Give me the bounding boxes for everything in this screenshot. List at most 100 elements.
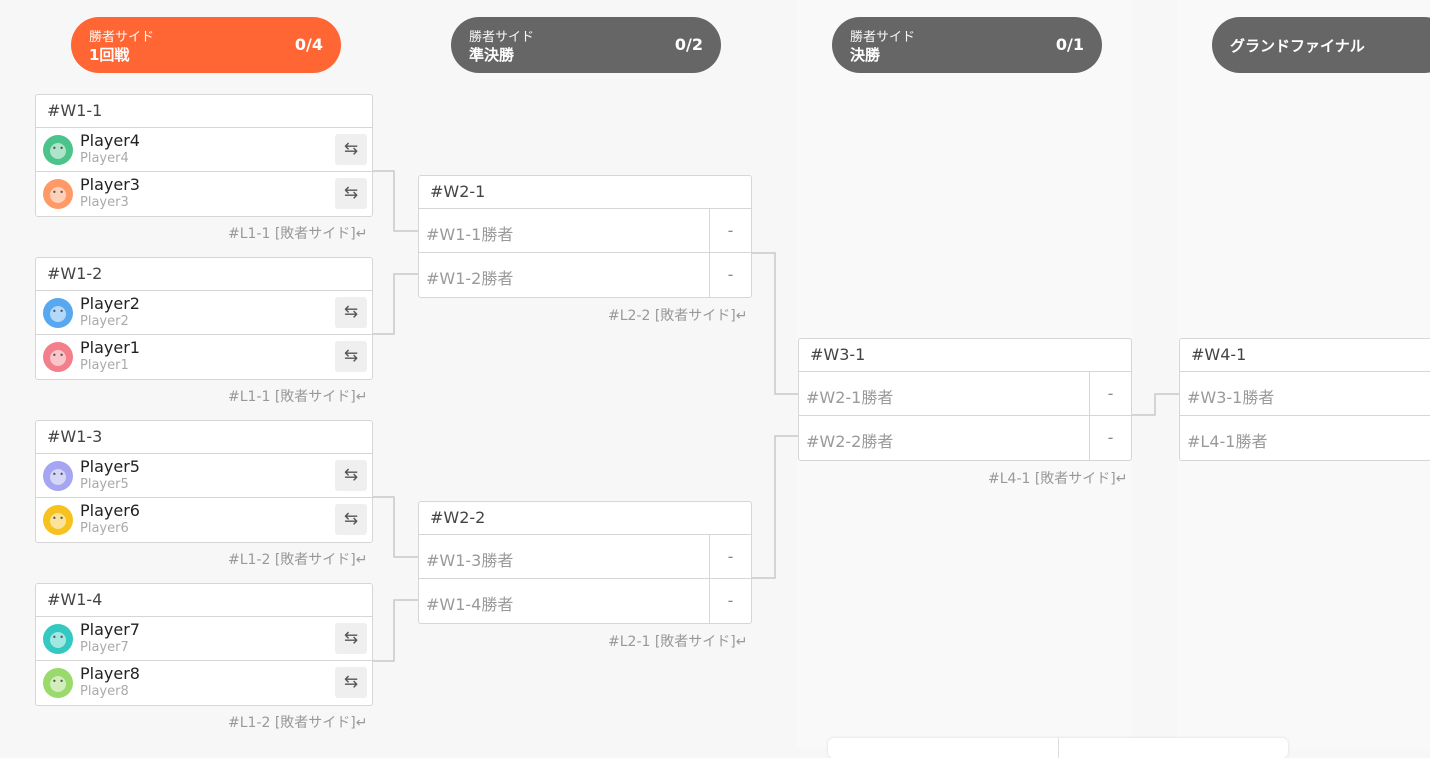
player-slot[interactable]: Player6 Player6 ⇆ <box>36 498 372 542</box>
round-count: 0/4 <box>294 35 323 54</box>
swap-icon[interactable]: ⇆ <box>335 178 367 209</box>
round-name: 1回戦 <box>89 46 130 64</box>
round-header-2[interactable]: 勝者サイド 準決勝 0/2 <box>451 17 721 73</box>
loser-destination: #L1-1 [敗者サイド]↵ <box>228 389 368 405</box>
connector-line <box>372 170 418 232</box>
match-id: #W1-4 <box>36 584 372 617</box>
loser-destination: #L1-1 [敗者サイド]↵ <box>228 226 368 242</box>
round-header-1[interactable]: 勝者サイド 1回戦 0/4 <box>71 17 341 73</box>
round-name: 準決勝 <box>469 46 515 64</box>
match-card: #W1-2 Player2 Player2 ⇆ Player1 Player1 … <box>35 257 373 380</box>
player-slot[interactable]: Player1 Player1 ⇆ <box>36 335 372 379</box>
match-card: #W1-1 Player4 Player4 ⇆ Player3 Player3 … <box>35 94 373 217</box>
placeholder-slot[interactable]: #W3-1勝者 <box>1180 372 1430 416</box>
match-card: #W3-1 #W2-1勝者 - #W2-2勝者 - <box>798 338 1132 461</box>
connector-line <box>372 273 418 335</box>
placeholder-slot[interactable]: #W1-3勝者 - <box>419 535 751 579</box>
player-subname: Player4 <box>80 151 129 166</box>
placeholder-slot[interactable]: #W1-4勝者 - <box>419 579 751 623</box>
score-cell[interactable]: - <box>709 535 751 578</box>
player-subname: Player2 <box>80 314 129 329</box>
divider <box>1058 738 1059 758</box>
match-card: #W1-4 Player7 Player7 ⇆ Player8 Player8 … <box>35 583 373 706</box>
round-side-label: 勝者サイド <box>89 30 155 45</box>
bottom-panel <box>828 738 1288 758</box>
swap-icon[interactable]: ⇆ <box>335 504 367 535</box>
score-cell[interactable]: - <box>1089 416 1131 460</box>
match-id: #W4-1 <box>1180 339 1430 372</box>
avatar-icon <box>43 505 73 535</box>
match-id: #W1-1 <box>36 95 372 128</box>
loser-destination: #L2-2 [敗者サイド]↵ <box>608 308 748 324</box>
round-side-label: 勝者サイド <box>850 30 916 45</box>
swap-icon[interactable]: ⇆ <box>335 460 367 491</box>
match-card: #W2-2 #W1-3勝者 - #W1-4勝者 - <box>418 501 752 624</box>
loser-destination: #L1-2 [敗者サイド]↵ <box>228 715 368 731</box>
round-header-grand-final[interactable]: グランドファイナル <box>1212 17 1430 73</box>
swap-icon[interactable]: ⇆ <box>335 667 367 698</box>
connector-line <box>372 496 418 558</box>
placeholder-slot[interactable]: #L4-1勝者 <box>1180 416 1430 460</box>
player-name: Player5 <box>80 457 140 476</box>
round-header-3[interactable]: 勝者サイド 決勝 0/1 <box>832 17 1102 73</box>
avatar-icon <box>43 461 73 491</box>
player-subname: Player1 <box>80 358 129 373</box>
placeholder-slot[interactable]: #W1-2勝者 - <box>419 253 751 297</box>
slot-placeholder: #W2-2勝者 <box>806 432 894 451</box>
round-side-label: 勝者サイド <box>469 30 535 45</box>
player-name: Player6 <box>80 501 140 520</box>
match-id: #W1-2 <box>36 258 372 291</box>
score-cell[interactable]: - <box>709 579 751 623</box>
swap-icon[interactable]: ⇆ <box>335 297 367 328</box>
round-name: グランドファイナル <box>1230 37 1365 55</box>
score-cell[interactable]: - <box>709 253 751 297</box>
player-slot[interactable]: Player4 Player4 ⇆ <box>36 128 372 172</box>
player-name: Player1 <box>80 338 140 357</box>
placeholder-slot[interactable]: #W1-1勝者 - <box>419 209 751 253</box>
slot-placeholder: #W1-2勝者 <box>426 269 514 288</box>
avatar-icon <box>43 668 73 698</box>
slot-placeholder: #W2-1勝者 <box>806 388 894 407</box>
connector-line <box>372 599 418 662</box>
player-subname: Player6 <box>80 521 129 536</box>
swap-icon[interactable]: ⇆ <box>335 134 367 165</box>
score-cell[interactable]: - <box>709 209 751 252</box>
placeholder-slot[interactable]: #W2-2勝者 - <box>799 416 1131 460</box>
player-name: Player4 <box>80 131 140 150</box>
loser-destination: #L1-2 [敗者サイド]↵ <box>228 552 368 568</box>
swap-icon[interactable]: ⇆ <box>335 623 367 654</box>
loser-destination: #L2-1 [敗者サイド]↵ <box>608 634 748 650</box>
slot-placeholder: #W1-1勝者 <box>426 225 514 244</box>
connector-line <box>752 435 798 579</box>
round-name: 決勝 <box>850 46 881 64</box>
connector-line <box>752 252 798 395</box>
player-slot[interactable]: Player8 Player8 ⇆ <box>36 661 372 705</box>
match-id: #W1-3 <box>36 421 372 454</box>
player-subname: Player8 <box>80 684 129 699</box>
avatar-icon <box>43 342 73 372</box>
placeholder-slot[interactable]: #W2-1勝者 - <box>799 372 1131 416</box>
player-name: Player2 <box>80 294 140 313</box>
connector-line <box>1132 393 1180 416</box>
round-count: 0/2 <box>674 35 703 54</box>
player-slot[interactable]: Player3 Player3 ⇆ <box>36 172 372 216</box>
slot-placeholder: #W1-3勝者 <box>426 551 514 570</box>
player-slot[interactable]: Player7 Player7 ⇆ <box>36 617 372 661</box>
avatar-icon <box>43 624 73 654</box>
player-slot[interactable]: Player2 Player2 ⇆ <box>36 291 372 335</box>
player-subname: Player5 <box>80 477 129 492</box>
slot-placeholder: #W1-4勝者 <box>426 595 514 614</box>
match-id: #W2-1 <box>419 176 751 209</box>
round-count: 0/1 <box>1055 35 1084 54</box>
player-slot[interactable]: Player5 Player5 ⇆ <box>36 454 372 498</box>
player-name: Player3 <box>80 175 140 194</box>
player-subname: Player7 <box>80 640 129 655</box>
swap-icon[interactable]: ⇆ <box>335 341 367 372</box>
loser-destination: #L4-1 [敗者サイド]↵ <box>988 471 1128 487</box>
avatar-icon <box>43 179 73 209</box>
match-id: #W3-1 <box>799 339 1131 372</box>
avatar-icon <box>43 135 73 165</box>
match-card: #W2-1 #W1-1勝者 - #W1-2勝者 - <box>418 175 752 298</box>
score-cell[interactable]: - <box>1089 372 1131 415</box>
